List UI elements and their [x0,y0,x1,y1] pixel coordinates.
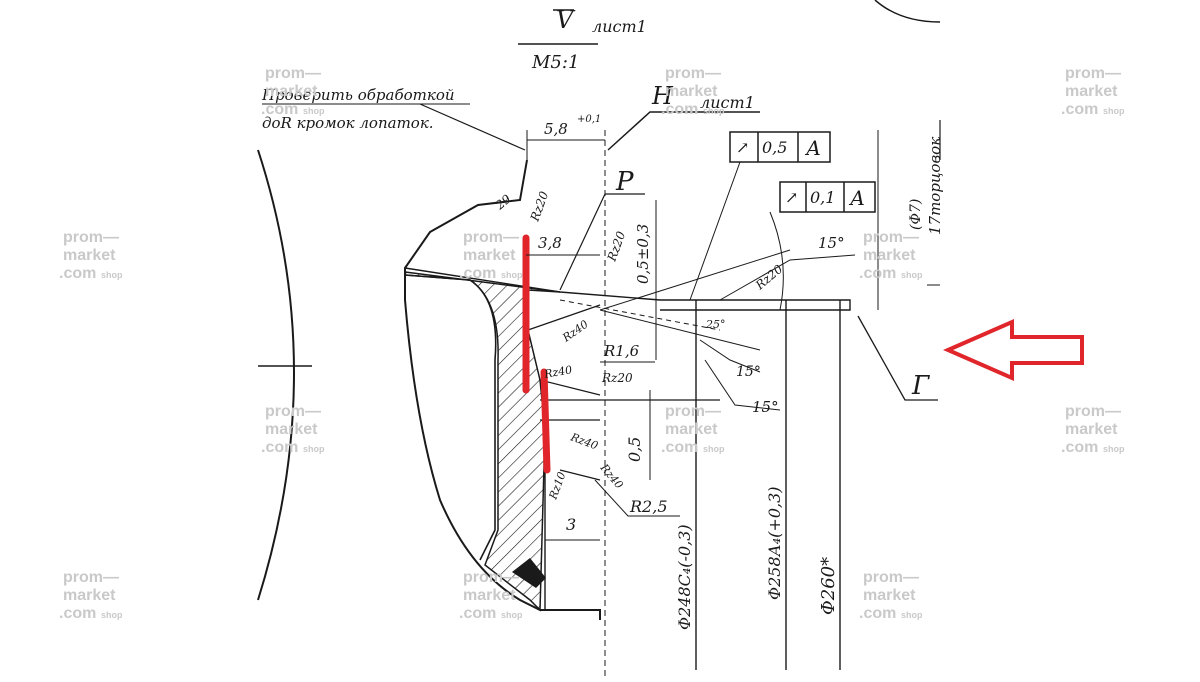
label-g: Г [911,371,930,401]
r29: 29 [492,192,514,213]
label-p: Р [615,167,634,197]
side-note: 17торцовок [926,137,944,235]
groove-line-e [559,469,601,481]
rz20-c: Rz20 [752,262,786,293]
hatched-section [404,271,561,612]
part-inner-contour [404,274,497,561]
p-leader [559,193,645,291]
weld-mark [512,558,546,588]
angle-15-top-leader [719,254,856,301]
section-leader [607,111,760,151]
tolerance-symbol-1: ↗ [736,138,749,157]
angle-15-mid: 15° [736,364,761,380]
note-line-1: Проверить обработкой [261,86,455,104]
tolerance-symbol-2: ↗ [785,188,798,207]
groove-line-b [539,379,601,396]
note-leader [419,103,526,151]
r25-leader [594,479,680,517]
r16: R1,6 [603,342,640,360]
rz40-a: Rz40 [559,318,590,345]
groove-line-a [527,304,601,331]
tolerance-leader-2 [769,211,784,311]
dia-260-value: Φ260* [818,557,839,615]
tolerance-datum-1: А [804,136,821,160]
rz10: Rz10 [546,470,568,502]
r25: R2,5 [629,497,668,516]
tolerance-frame-1: ↗ 0,5 А [729,131,831,163]
dia-248-value: Φ248С₄(-0,3) [675,524,694,630]
groove-top [404,267,851,311]
angle-15-low-leader [704,359,781,411]
rz40-b: Rz40 [542,363,573,381]
centre-line-r [559,299,721,331]
tolerance-value-1: 0,5 [762,138,787,157]
view-sheet: лист1 [592,17,647,36]
scale-label: M5:1 [531,52,579,73]
highlight-arrow [943,318,1084,382]
highlight-line-2 [540,368,551,474]
angle-25: 25° [705,318,726,331]
dim-58-value: 5,8 [544,120,568,138]
tolerance-leader-1 [689,161,741,301]
top-right-arc [874,0,941,23]
angle-ray-b [599,309,761,351]
part-outline [404,159,601,620]
tolerance-datum-2: А [848,186,865,210]
dim-3-value: 3 [566,515,576,534]
rz20-a: Rz20 [527,189,551,224]
side-note-dim: (Φ7) [908,199,924,230]
dim-58-tolerance: +0,1 [577,114,601,125]
section-sheet: лист1 [700,93,755,112]
angle-ray-a [599,249,791,311]
section-label: Н [651,82,674,110]
angle-15-low: 15° [752,398,779,416]
angle-15-mid-leader [699,339,761,373]
dim-05-value: 0,5 [625,437,644,462]
dia-258-value: Φ258А₄(+0,3) [765,486,784,600]
angle-15-top: 15° [818,234,845,252]
dim-38-value: 3,8 [538,234,562,252]
g-leader [857,315,938,401]
view-label: V [556,6,576,34]
rz20-b: Rz20 [604,229,628,264]
tolerance-frame-2: ↗ 0,1 А [779,181,876,213]
dim-05t-value: 0,5±0,3 [634,224,652,284]
note-line-2: доR кромок лопаток. [262,114,434,132]
tolerance-value-2: 0,1 [810,188,835,207]
rz20-d: Rz20 [601,371,633,385]
rz40-c: Rz40 [568,430,600,452]
outer-arc [257,149,295,601]
